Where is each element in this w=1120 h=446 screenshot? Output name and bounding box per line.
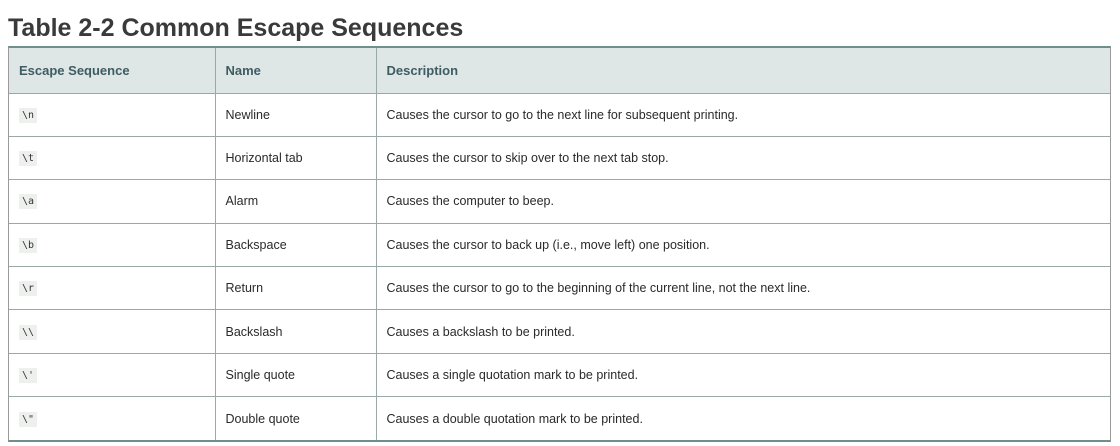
escape-sequence-cell: \" [9, 396, 216, 441]
table-row: \" Double quote Causes a double quotatio… [9, 396, 1110, 441]
table-row: \a Alarm Causes the computer to beep. [9, 179, 1110, 224]
name-cell: Return [215, 266, 377, 310]
escape-sequence-code: \" [19, 411, 38, 427]
table-title: Table 2-2 Common Escape Sequences [8, 14, 464, 42]
description-cell: Causes a double quotation mark to be pri… [376, 396, 1110, 441]
name-cell: Horizontal tab [215, 135, 377, 180]
name-cell: Newline [215, 92, 377, 137]
description-cell: Causes a single quotation mark to be pri… [376, 352, 1110, 397]
table-row: \r Return Causes the cursor to go to the… [9, 266, 1110, 310]
column-header-escape-sequence: Escape Sequence [9, 48, 216, 93]
escape-sequence-cell: \' [9, 352, 216, 397]
escape-sequence-code: \\ [19, 324, 38, 340]
table-row: \t Horizontal tab Causes the cursor to s… [9, 135, 1110, 180]
name-cell: Alarm [215, 179, 377, 224]
table-row: \n Newline Causes the cursor to go to th… [9, 92, 1110, 137]
name-cell: Single quote [215, 352, 377, 397]
table-row: \\ Backslash Causes a backslash to be pr… [9, 309, 1110, 354]
column-header-description: Description [376, 48, 1110, 93]
description-cell: Causes the cursor to go to the beginning… [376, 266, 1110, 310]
escape-sequence-code: \r [19, 281, 38, 297]
escape-sequence-code: \' [19, 368, 38, 384]
escape-sequence-cell: \a [9, 179, 216, 224]
table-header-row: Escape Sequence Name Description [9, 48, 1110, 93]
escape-sequence-cell: \b [9, 222, 216, 267]
description-cell: Causes the cursor to skip over to the ne… [376, 135, 1110, 180]
escape-sequence-code: \t [19, 151, 38, 167]
escape-sequence-cell: \t [9, 135, 216, 180]
escape-sequence-code: \a [19, 194, 38, 210]
escape-sequence-code: \n [19, 107, 38, 123]
escape-sequences-table: Escape Sequence Name Description \n Newl… [8, 46, 1111, 443]
escape-sequence-cell: \r [9, 266, 216, 310]
table-row: \' Single quote Causes a single quotatio… [9, 352, 1110, 397]
name-cell: Backslash [215, 309, 377, 354]
description-cell: Causes the computer to beep. [376, 179, 1110, 224]
description-cell: Causes the cursor to go to the next line… [376, 92, 1110, 137]
escape-sequence-code: \b [19, 237, 38, 253]
description-cell: Causes the cursor to back up (i.e., move… [376, 222, 1110, 267]
name-cell: Double quote [215, 396, 377, 441]
column-header-name: Name [215, 48, 377, 93]
table-row: \b Backspace Causes the cursor to back u… [9, 222, 1110, 267]
description-cell: Causes a backslash to be printed. [376, 309, 1110, 354]
name-cell: Backspace [215, 222, 377, 267]
escape-sequence-cell: \n [9, 92, 216, 137]
escape-sequence-cell: \\ [9, 309, 216, 354]
